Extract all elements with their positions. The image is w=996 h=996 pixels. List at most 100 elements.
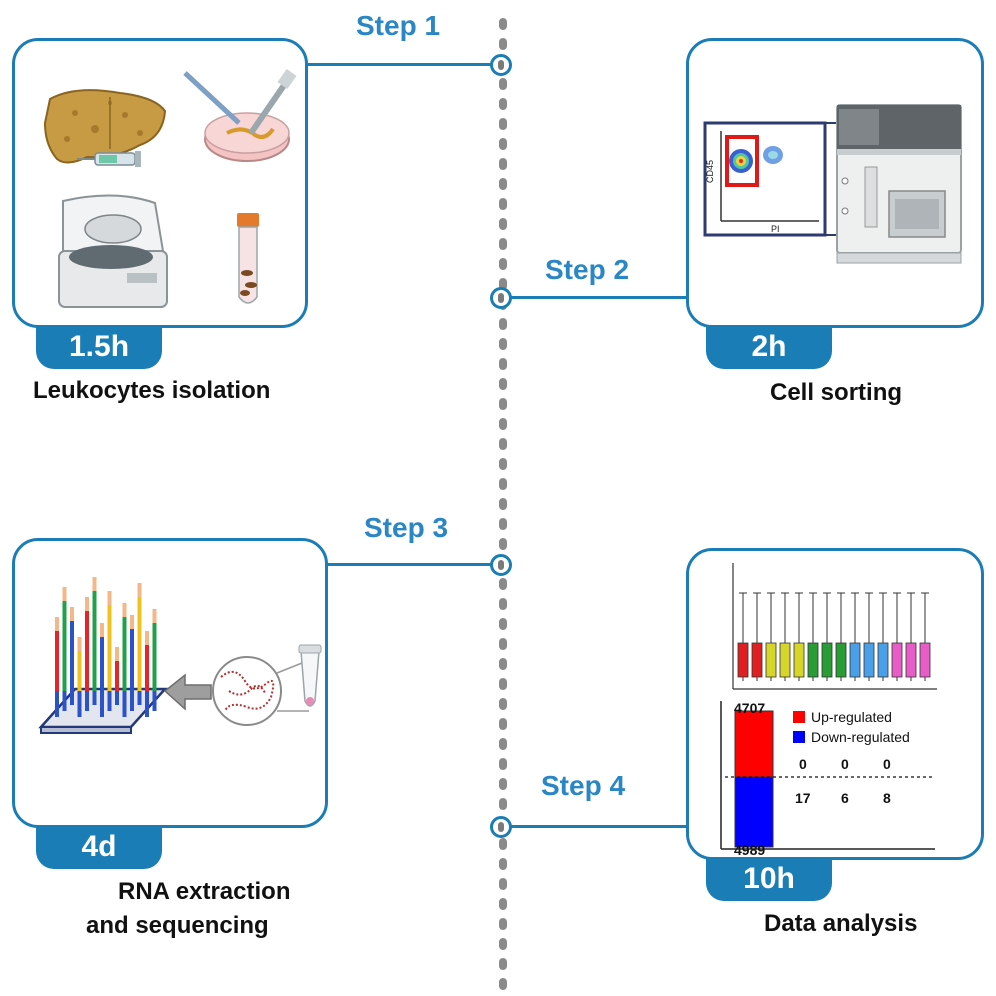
timeline-dot [499,498,507,510]
timeline-dot [499,418,507,430]
step-3-connector [324,563,494,566]
sequencing-read-cap [137,583,142,597]
timeline-dot [499,98,507,110]
timeline-dot [499,738,507,750]
step-2-duration-tab: 2h [706,325,832,369]
sequencing-read-cap [107,591,112,605]
timeline-dot [499,698,507,710]
sequencing-read-base [145,691,149,717]
timeline-dot [499,958,507,970]
timeline-dot [499,578,507,590]
sequencing-read-cap [55,617,59,631]
timeline-dot [499,638,507,650]
sequencing-read-bar [77,651,82,691]
step-1-label: Step 1 [356,10,441,41]
boxplot-box [779,642,791,678]
flow-plot-x-axis-label: PI [771,224,780,234]
rna-molecule-magnifier-icon [212,656,309,726]
sequencing-read-cap [92,577,97,591]
timeline-dot [499,238,507,250]
step-2-card: CD45 PI [686,38,984,328]
step-3-caption-line-2: and sequencing [86,912,269,939]
down-count-2: 6 [841,790,849,806]
timeline-dot [499,178,507,190]
sequencing-read-cap [152,609,157,623]
boxplot-box [793,642,805,678]
rna-sequencing-illustration [38,577,322,734]
timeline-dot [499,438,507,450]
step-4-duration-tab: 10h [706,857,832,901]
sequencing-read-base [107,691,112,711]
boxplot-box [807,642,819,678]
sequencing-read-bar [130,629,134,691]
flow-cytometry-plot: CD45 PI [703,121,837,237]
syringe-icon [77,151,141,167]
sequencing-read-cap [122,603,127,617]
sequencing-read-base [137,691,142,705]
timeline-dot [499,878,507,890]
boxplot-box [821,642,833,678]
sequencing-read-cap [77,637,82,651]
sequencing-read-base [77,691,82,717]
sequencing-read-bar [137,597,142,691]
sequencing-read-cap [85,597,89,611]
left-arrow-icon [163,673,212,711]
liver-icon [43,89,167,164]
timeline-dot [499,658,507,670]
step-4-connector [508,825,690,828]
timeline-dot [499,858,507,870]
legend-down-label: Down-regulated [811,729,910,745]
sequencing-read-bar [122,617,127,691]
sequencing-read-cap [62,587,67,601]
sequencing-read-bar [70,621,74,691]
timeline-dotted-line [499,18,507,990]
boxplot-box [751,642,763,678]
legend-down-swatch [793,731,805,743]
cell-sorter-machine-icon [836,104,962,264]
legend-up-label: Up-regulated [811,709,892,725]
down-regulated-bar [734,776,774,848]
step-3-timeline-node [490,554,512,576]
timeline-dot [499,378,507,390]
down-count-3: 8 [883,790,891,806]
timeline-dot [499,898,507,910]
timeline-dot [499,718,507,730]
timeline-dot [499,218,507,230]
sequencing-read-bar [62,601,67,691]
timeline-dot [499,198,507,210]
boxplot-box [835,642,847,678]
up-regulated-total: 4707 [734,700,765,716]
step-3-card [12,538,328,828]
sequencing-read-cap [130,615,134,629]
sequencing-read-bar [107,605,112,691]
sequencing-read-base [130,691,134,711]
timeline-dot [499,338,507,350]
sequencing-read-bar [115,661,119,691]
sequencing-read-bar [145,645,149,691]
timeline-dot [499,78,507,90]
flow-plot-y-axis-label: CD45 [705,160,715,183]
step-1-caption: Leukocytes isolation [33,377,271,404]
sequencing-read-base [85,691,89,711]
step-2-connector [508,296,690,299]
sequencing-read-cap [100,623,104,637]
step-3-label: Step 3 [364,512,449,543]
up-count-3: 0 [883,756,891,772]
sequencing-read-cap [115,647,119,661]
boxplot-box [919,642,931,678]
sequencing-read-bar [152,623,157,691]
sequencing-read-base [122,691,127,717]
down-count-1: 17 [795,790,811,806]
expression-boxplot [732,563,937,690]
timeline-dot [499,358,507,370]
step-4-timeline-node [490,816,512,838]
timeline-dot [499,838,507,850]
timeline-dot [499,918,507,930]
sequencing-read-base [62,691,67,711]
timeline-dot [499,478,507,490]
timeline-dot [499,38,507,50]
timeline-dot [499,158,507,170]
timeline-dot [499,538,507,550]
sequencing-read-bar [100,637,104,691]
timeline-dot [499,118,507,130]
